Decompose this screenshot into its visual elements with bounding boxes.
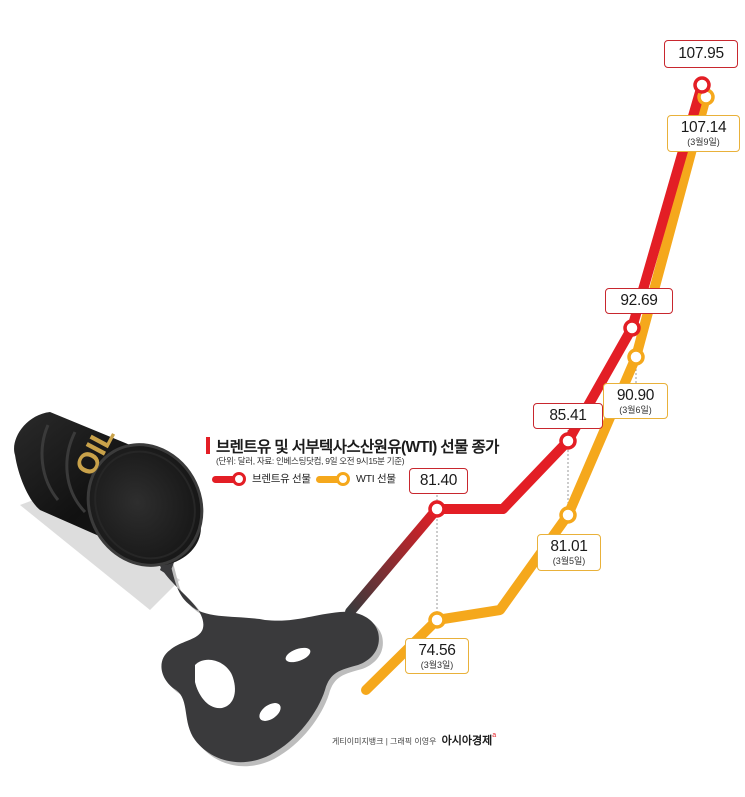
brent-swatch-icon [212, 471, 248, 486]
wti-swatch-icon [316, 471, 352, 486]
brand-logo: 아시아경제 [441, 735, 493, 747]
brent-label-mar6: 92.69 [605, 288, 673, 314]
brent-label-mar5: 85.41 [533, 403, 603, 429]
legend-item-wti: WTI 선물 [316, 471, 396, 486]
chart-subtitle: (단위: 달러, 자료: 인베스팅닷컴, 9일 오전 9시15분 기준) [216, 456, 405, 466]
brent-label-mar3: 81.40 [409, 468, 468, 494]
credit-line: 게티이미지뱅크 | 그래픽 이영우 아시아경제a [332, 732, 496, 748]
oil-barrel-icon: OIL [14, 412, 204, 567]
brent-label-mar9: 107.95 [664, 40, 738, 68]
oil-spill-icon [156, 540, 379, 763]
wti-label-mar5: 81.01 (3월5일) [537, 534, 601, 571]
credit-source: 게티이미지뱅크 | 그래픽 이영우 [332, 737, 437, 746]
legend-item-brent: 브렌트유 선물 [212, 471, 311, 486]
brand-mark-icon: a [492, 732, 497, 739]
wti-markers [428, 88, 715, 629]
brent-markers [428, 76, 711, 518]
barrel-shadow [20, 490, 180, 610]
wti-label-mar9: 107.14 (3월9일) [667, 115, 740, 152]
wti-label-mar3: 74.56 (3월3일) [405, 638, 469, 674]
legend-label: WTI 선물 [356, 473, 396, 485]
chart-title: 브렌트유 및 서부텍사스산원유(WTI) 선물 종가 [216, 439, 499, 456]
title-accent-bar [206, 437, 210, 454]
legend-label: 브렌트유 선물 [252, 473, 311, 485]
wti-label-mar6: 90.90 (3월6일) [603, 383, 668, 419]
